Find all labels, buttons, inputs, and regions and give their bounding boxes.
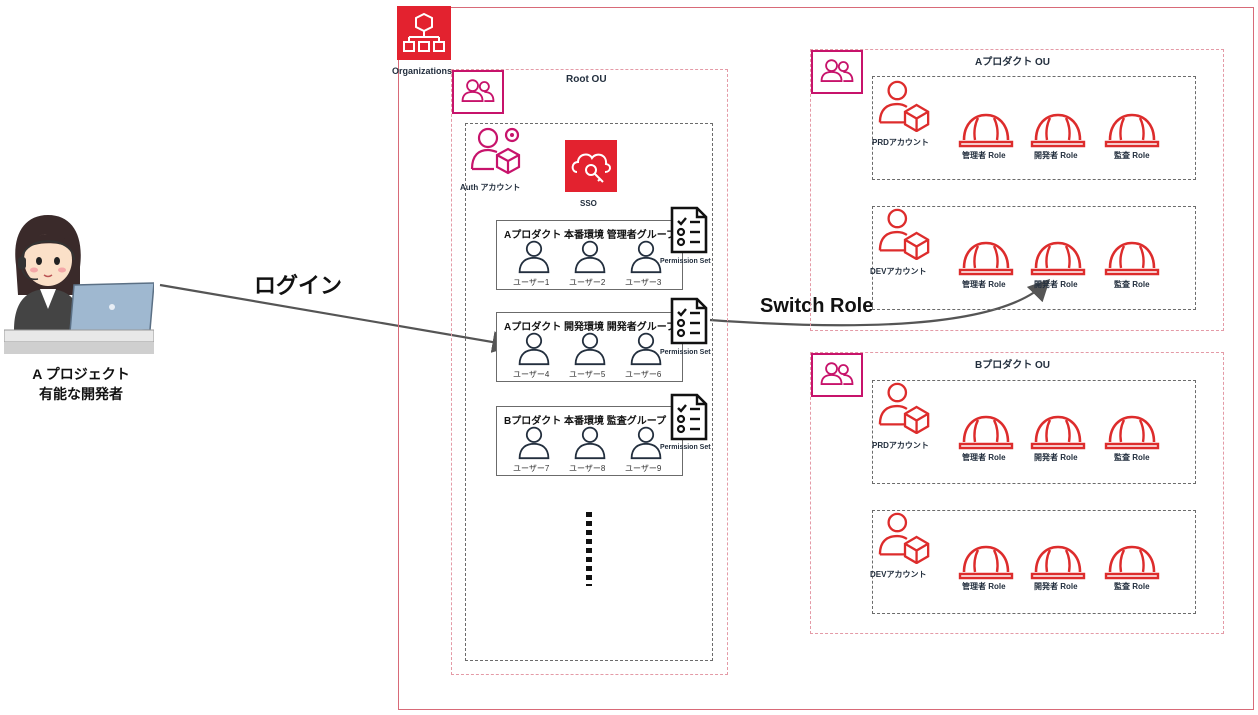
user-label: ユーザー3 <box>625 278 662 287</box>
role-helmet-icon <box>1030 110 1086 150</box>
user-icon <box>628 238 664 274</box>
permission-set-label: Permission Set <box>660 349 711 356</box>
role-helmet-icon <box>1104 110 1160 150</box>
role-helmet-icon <box>958 542 1014 582</box>
account-box <box>872 380 1196 484</box>
group-box <box>496 406 683 476</box>
role-helmet-icon <box>1030 542 1086 582</box>
user-icon <box>516 424 552 460</box>
user-label: ユーザー1 <box>513 278 550 287</box>
account-box <box>872 76 1196 180</box>
role-label: 開発者 Role <box>1034 453 1078 462</box>
account-label: PRDアカウント <box>872 138 929 147</box>
role-helmet-icon <box>1104 238 1160 278</box>
account-icon <box>878 510 932 564</box>
group-title: Bプロダクト 本番環境 監査グループ <box>504 416 667 427</box>
account-box <box>872 510 1196 614</box>
user-label: ユーザー2 <box>569 278 606 287</box>
account-box <box>872 206 1196 310</box>
account-label: PRDアカウント <box>872 441 929 450</box>
auth-account-icon <box>470 125 526 180</box>
group-box <box>496 220 683 290</box>
role-label: 監査 Role <box>1114 453 1150 462</box>
role-helmet-icon <box>958 412 1014 452</box>
organizations-icon <box>397 6 451 60</box>
role-helmet-icon <box>1030 412 1086 452</box>
ellipsis-dots <box>586 512 592 586</box>
account-label: DEVアカウント <box>870 570 927 579</box>
root-ou-icon <box>452 70 504 114</box>
sso-icon <box>565 140 617 192</box>
user-icon <box>628 330 664 366</box>
user-label: ユーザー6 <box>625 370 662 379</box>
role-helmet-icon <box>1104 542 1160 582</box>
role-helmet-icon <box>1030 238 1086 278</box>
user-icon <box>628 424 664 460</box>
root-ou-container <box>451 69 728 675</box>
account-icon <box>878 206 932 260</box>
user-label: ユーザー8 <box>569 464 606 473</box>
ou-title: Aプロダクト OU <box>975 57 1050 68</box>
group-box <box>496 312 683 382</box>
auth-account-container <box>465 123 713 661</box>
permission-set-label: Permission Set <box>660 444 711 451</box>
user-icon <box>516 238 552 274</box>
role-label: 管理者 Role <box>962 280 1006 289</box>
ou-icon <box>811 353 863 397</box>
auth-account-label: Auth アカウント <box>460 183 521 192</box>
account-icon <box>878 78 932 132</box>
user-label: ユーザー9 <box>625 464 662 473</box>
ou-container <box>810 49 1224 331</box>
permission-set-label: Permission Set <box>660 258 711 265</box>
role-label: 監査 Role <box>1114 582 1150 591</box>
role-label: 開発者 Role <box>1034 582 1078 591</box>
ou-container <box>810 352 1224 634</box>
user-label: ユーザー4 <box>513 370 550 379</box>
role-helmet-icon <box>958 238 1014 278</box>
ou-title: Bプロダクト OU <box>975 360 1050 371</box>
role-helmet-icon <box>1104 412 1160 452</box>
role-label: 管理者 Role <box>962 582 1006 591</box>
root-ou-label: Root OU <box>566 74 607 85</box>
role-label: 監査 Role <box>1114 151 1150 160</box>
permission-set-icon <box>669 392 709 442</box>
login-label: ログイン <box>254 273 343 298</box>
group-title: Aプロダクト 本番環境 管理者グループ <box>504 230 674 241</box>
role-label: 開発者 Role <box>1034 151 1078 160</box>
person-label-line2: 有能な開発者 <box>39 386 123 402</box>
account-icon <box>878 380 932 434</box>
switch-role-label: Switch Role <box>760 295 874 317</box>
user-icon <box>572 238 608 274</box>
organizations-label: Organizations <box>392 66 453 76</box>
role-label: 監査 Role <box>1114 280 1150 289</box>
role-helmet-icon <box>958 110 1014 150</box>
sso-label: SSO <box>580 199 597 208</box>
user-label: ユーザー5 <box>569 370 606 379</box>
user-label: ユーザー7 <box>513 464 550 473</box>
role-label: 管理者 Role <box>962 453 1006 462</box>
user-icon <box>516 330 552 366</box>
user-icon <box>572 424 608 460</box>
person-label-line1: A プロジェクト <box>32 366 130 382</box>
permission-set-icon <box>669 296 709 346</box>
switch-role-arrow <box>709 278 1051 327</box>
group-title: Aプロダクト 開発環境 開発者グループ <box>504 322 674 333</box>
account-label: DEVアカウント <box>870 267 927 276</box>
role-label: 開発者 Role <box>1034 280 1078 289</box>
role-label: 管理者 Role <box>962 151 1006 160</box>
developer-illustration <box>3 205 155 360</box>
organizations-container <box>398 7 1254 710</box>
ou-icon <box>811 50 863 94</box>
user-icon <box>572 330 608 366</box>
permission-set-icon <box>669 205 709 255</box>
